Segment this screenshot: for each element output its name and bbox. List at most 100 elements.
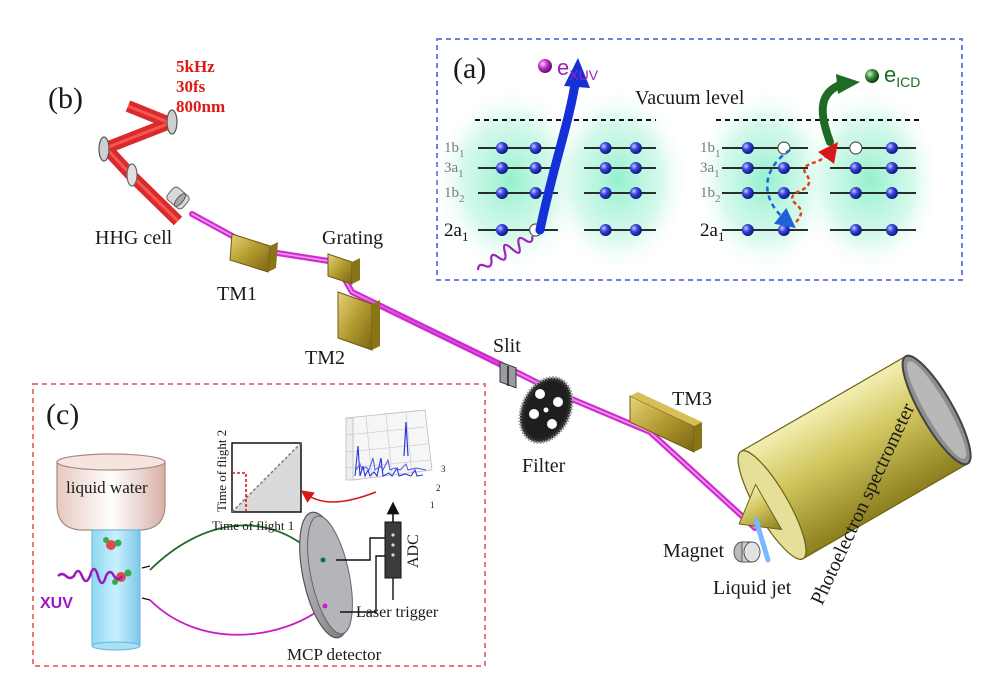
electron [885, 162, 898, 174]
electron [529, 187, 542, 199]
electron [496, 187, 508, 199]
tof-3d-histogram [345, 409, 433, 481]
electron [777, 162, 790, 174]
tof-y-label: Time of flight 2 [214, 430, 229, 512]
tm3-mirror [629, 392, 702, 453]
water-jet [91, 529, 141, 651]
panel-c-border [32, 383, 486, 667]
orbital-label: 2a1 [700, 220, 724, 244]
panel-b-label: (b) [48, 82, 83, 115]
electron [599, 187, 612, 199]
histogram-tick: 3 [441, 464, 446, 474]
electron [599, 224, 612, 236]
electron [849, 162, 862, 174]
xuv-emission-arrowhead [564, 58, 590, 88]
electron [629, 224, 642, 236]
panel-c-label: (c) [46, 398, 79, 431]
orbital-label: 1b1 [700, 140, 721, 160]
electron [629, 142, 642, 154]
histogram-tick: 2 [436, 483, 441, 493]
panel-c: (c) liquid water XUV MC [32, 383, 486, 667]
tof-correlation-map [231, 442, 302, 513]
xuv-emission-arrow [535, 73, 581, 235]
ir-lens [126, 163, 138, 187]
electron [599, 142, 612, 154]
water-nozzle [56, 453, 166, 531]
orbital-label: 3a1 [444, 160, 464, 180]
laser-params: 5kHz 30fs 800nm [176, 57, 225, 116]
tm2-mirror [337, 291, 380, 351]
electron [741, 142, 754, 154]
panel-b: (b) 5kHz 30fs 800nm HHG cell [48, 57, 972, 608]
electron [496, 162, 508, 174]
electron [496, 142, 508, 154]
orbital-label: 1b2 [700, 185, 721, 205]
adc-label: ADC [405, 534, 422, 568]
hhg-cell-label: HHG cell [95, 227, 173, 249]
tm1-mirror [229, 233, 278, 273]
molecule-glows [432, 85, 942, 275]
histogram-ticks: 1 2 3 [430, 464, 446, 510]
slit-label: Slit [493, 335, 521, 357]
liquid-jet-label: Liquid jet [713, 577, 792, 599]
tm3-label: TM3 [672, 388, 712, 410]
electron [741, 162, 754, 174]
filter-label: Filter [522, 455, 566, 477]
tm2-label: TM2 [305, 347, 345, 369]
orbital-label: 3a1 [700, 160, 720, 180]
ir-mirror-1 [166, 109, 178, 135]
electron [629, 162, 642, 174]
electron [849, 224, 862, 236]
e-xuv-label: eXUV [557, 55, 599, 83]
electron [885, 187, 898, 199]
plot-to-map-arrow [300, 490, 377, 503]
relaxation-arrow [766, 148, 796, 229]
e-icd-label: eICD [884, 62, 920, 90]
orbital-label: 1b1 [444, 140, 465, 160]
histogram-tick: 1 [430, 500, 435, 510]
orbital-label: 1b2 [444, 185, 465, 205]
ir-mirror-2 [98, 136, 110, 162]
mcp-detector [299, 511, 353, 639]
photoelectron-spectrometer [737, 354, 972, 560]
vacuum-level-label: Vacuum level [635, 87, 745, 109]
orbital-labels-right: 1b1 3a1 1b2 2a1 [700, 140, 724, 244]
icd-emission-arrowhead [836, 74, 860, 94]
panel-a-border [436, 38, 963, 281]
electron [741, 187, 754, 199]
electron [885, 224, 898, 236]
orbital-label: 2a1 [444, 220, 468, 244]
laser-rep-rate: 5kHz [176, 57, 215, 76]
electron [885, 142, 898, 154]
e-icd-ball [865, 69, 879, 83]
hhg-cell [166, 186, 190, 210]
panel-a: (a) Vacuum level 1b1 3a1 1b2 2a1 1b1 3a1… [432, 38, 963, 281]
electron [777, 224, 790, 236]
filter-wheel [518, 376, 574, 444]
mcp-detector-label: MCP detector [287, 645, 382, 664]
slit [499, 361, 517, 389]
laser-duration: 30fs [176, 77, 206, 96]
liquid-water-label: liquid water [66, 478, 148, 497]
grating [327, 253, 360, 285]
liquid-jet [753, 517, 771, 563]
emission-ticks [141, 565, 151, 601]
tm1-label: TM1 [217, 283, 257, 305]
electron [599, 162, 612, 174]
energy-transfer-arrow [790, 142, 839, 223]
electron [777, 187, 790, 199]
electron [629, 187, 642, 199]
orbital-labels-left: 1b1 3a1 1b2 2a1 [444, 140, 468, 244]
laser-wavelength: 800nm [176, 97, 225, 116]
panel-a-label: (a) [453, 52, 486, 85]
magnet-label: Magnet [663, 540, 725, 562]
icd-emission-arrow [818, 80, 846, 146]
laser-trigger-label: Laser trigger [356, 604, 439, 621]
tof-x-label: Time of flight 1 [212, 518, 294, 533]
electron [529, 142, 542, 154]
xuv-electron-trajectory [149, 599, 328, 636]
xuv-label-c: XUV [40, 595, 73, 612]
xuv-pulse-wave [476, 235, 534, 271]
electron [741, 224, 754, 236]
